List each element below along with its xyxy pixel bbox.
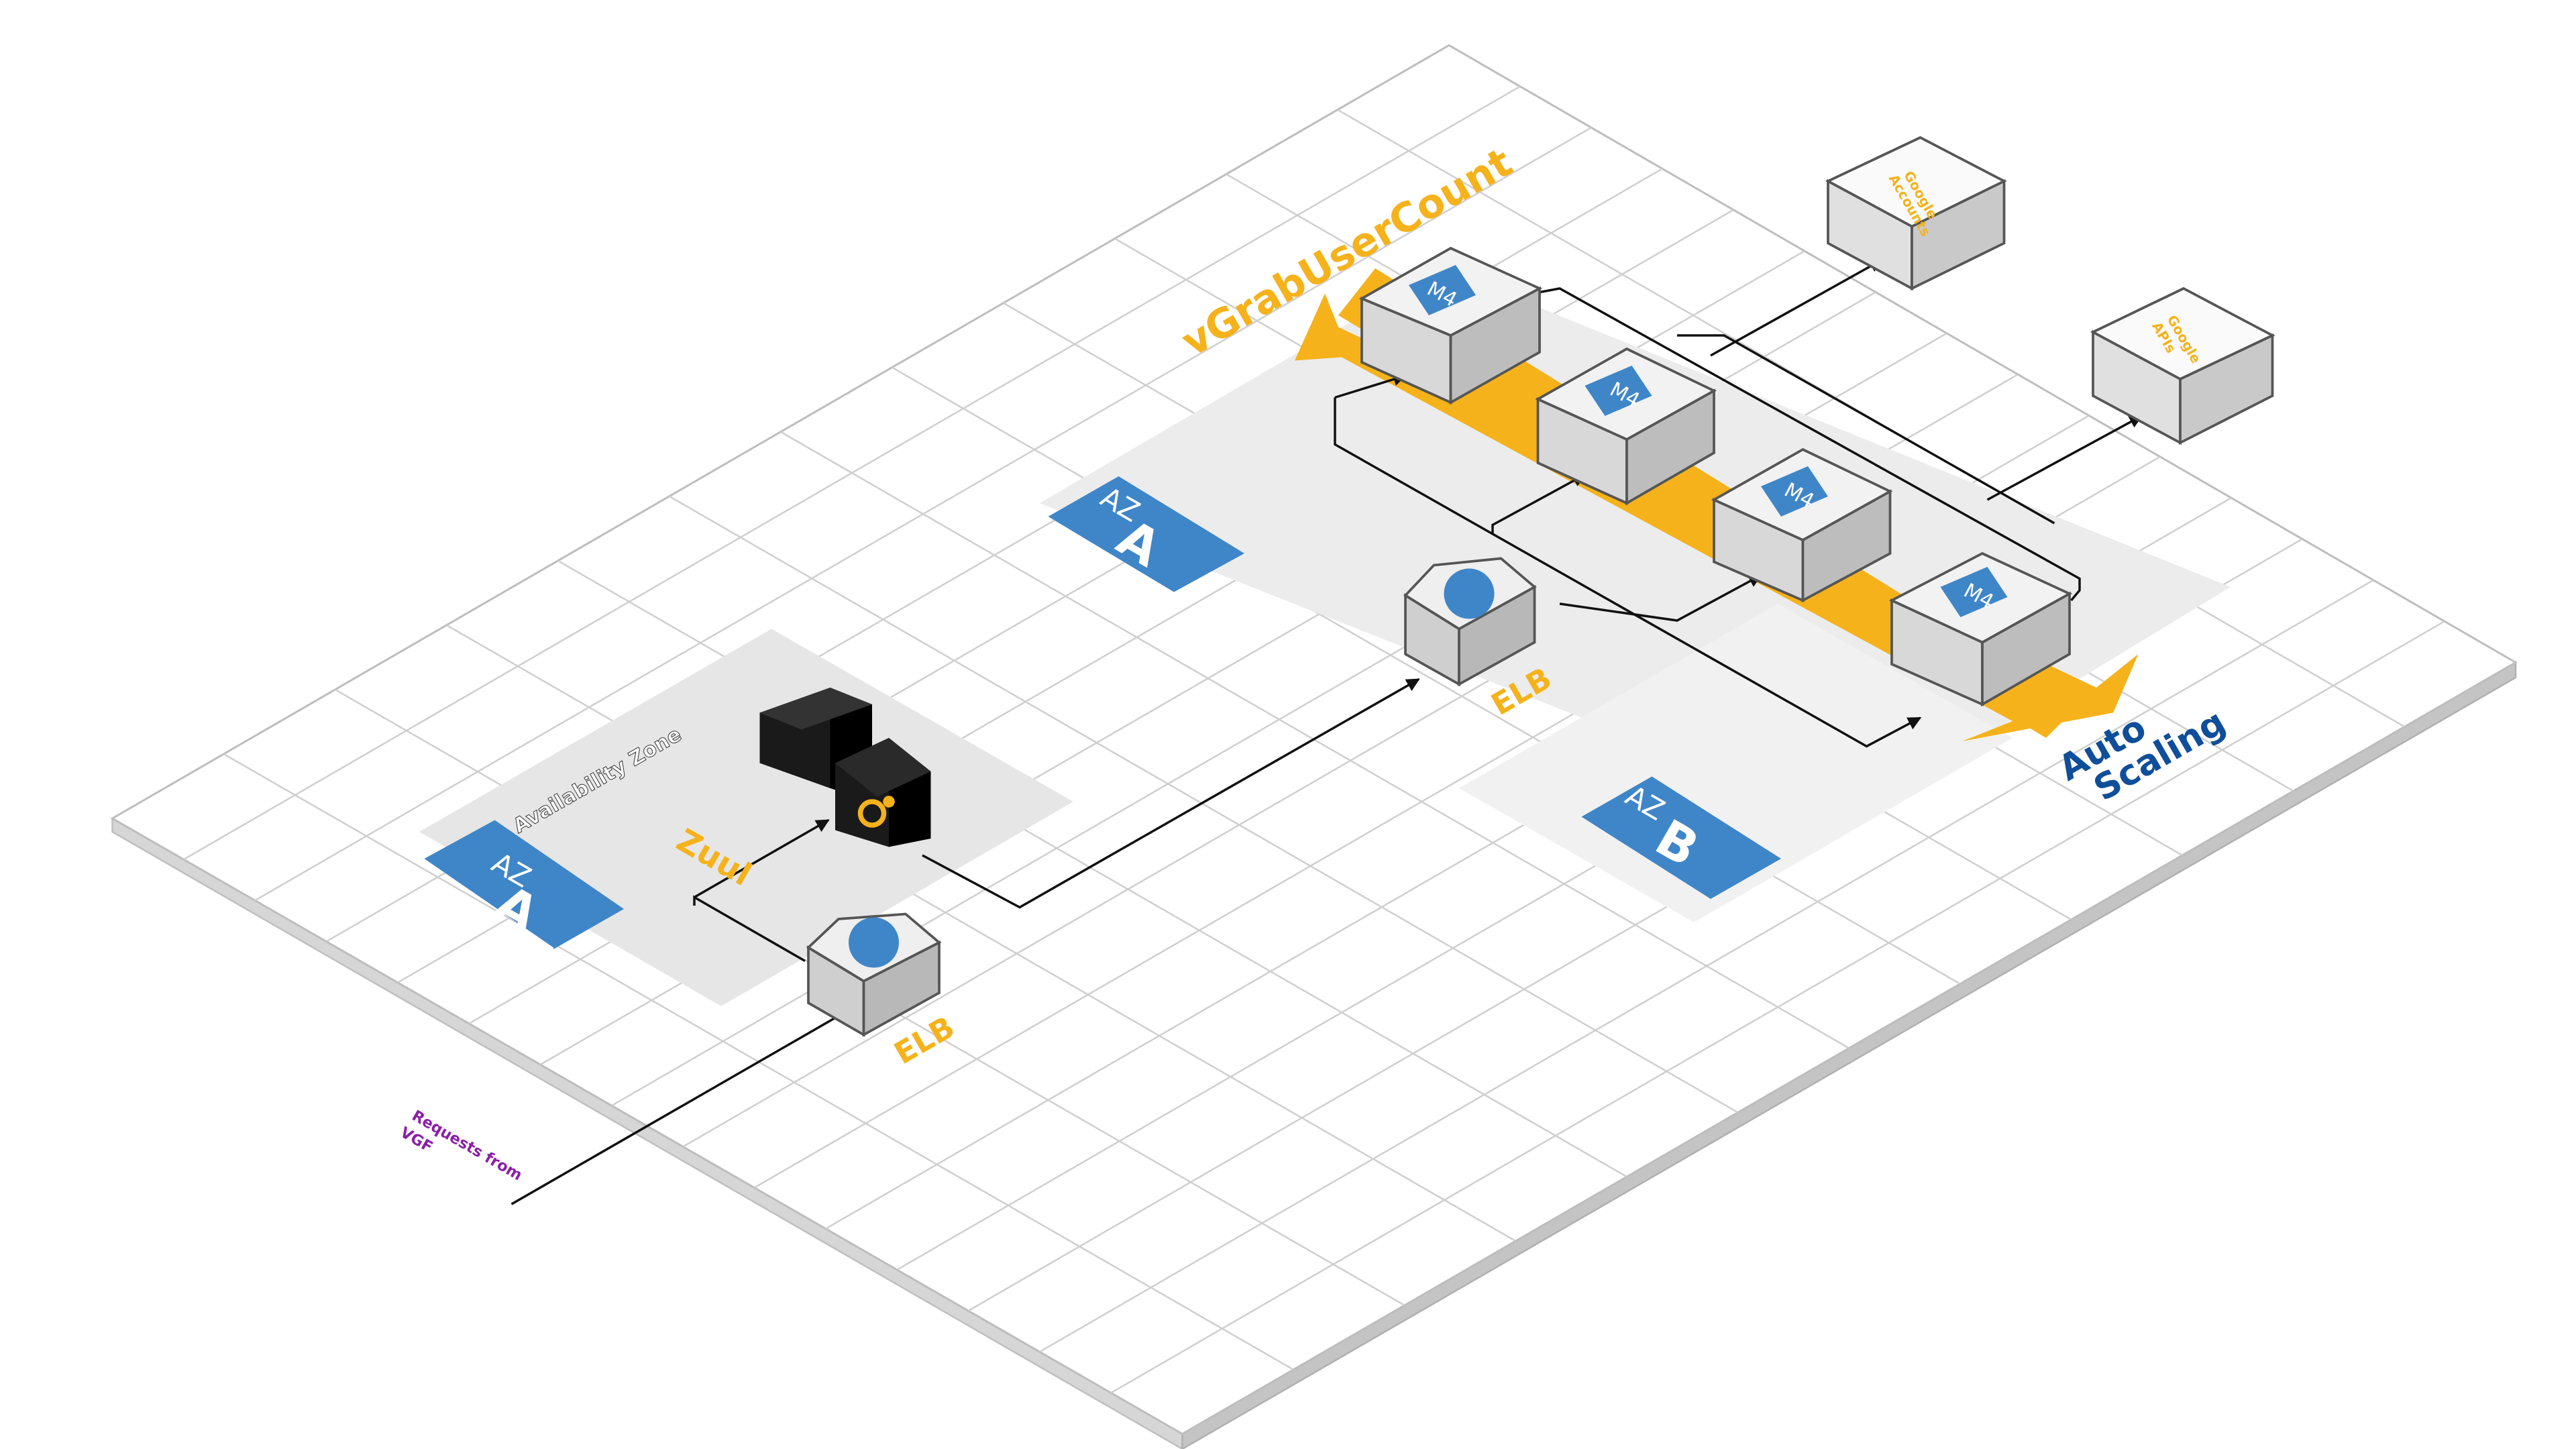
load-balancer-icon xyxy=(1444,568,1495,619)
az-tag-a-top: AZ A xyxy=(1048,476,1244,592)
grid-line xyxy=(892,366,1961,985)
m4-node-1: M4 xyxy=(1358,246,1543,405)
google-accounts-box: Google Accounts xyxy=(1825,136,2007,291)
gear-icon xyxy=(883,796,895,808)
m4-node-4: M4 xyxy=(1888,551,2073,707)
elb-center-node xyxy=(1403,557,1537,687)
m4-node-3: M4 xyxy=(1711,447,1893,603)
az-tag-a-left: AZ A xyxy=(424,820,624,949)
az-tag-b: AZ B xyxy=(1581,776,1781,899)
zuul-to-elb-arrow xyxy=(922,678,1420,909)
elb-left-node xyxy=(806,912,942,1037)
google-apis-box: Google APIs xyxy=(2090,286,2275,445)
inner-loop xyxy=(1677,334,2055,525)
elb-to-zuul-arrow xyxy=(694,818,830,899)
loop-to-m4-4 xyxy=(1334,397,1922,748)
to-google-apis xyxy=(1986,415,2143,501)
to-m4-3 xyxy=(1559,574,1762,622)
to-m4-2 xyxy=(1491,473,1587,533)
m4-node-2: M4 xyxy=(1535,347,1717,506)
outer-loop xyxy=(1532,287,2081,602)
zuul-gateway xyxy=(759,688,931,847)
connections xyxy=(511,258,2143,1205)
to-m4-1 xyxy=(1334,372,1407,399)
to-google-accounts xyxy=(1710,258,1883,357)
grid-line xyxy=(669,495,1739,1114)
load-balancer-icon xyxy=(849,917,899,968)
gear-icon xyxy=(857,799,887,828)
request-line xyxy=(511,1005,856,1205)
grid-line xyxy=(780,431,1849,1049)
